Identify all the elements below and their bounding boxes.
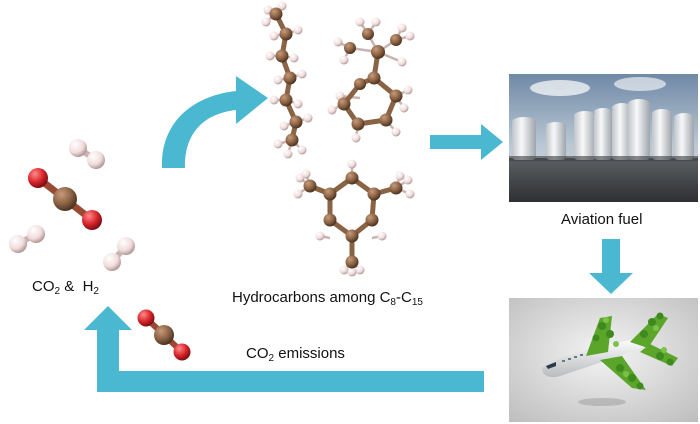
right-arrow (430, 124, 503, 160)
co2-and-h2-molecules-icon (9, 139, 135, 271)
linear-alkane-molecule (261, 1, 313, 159)
co2-emissions-label: CO2 emissions (246, 345, 345, 364)
flow-arrows (84, 76, 633, 392)
hydrocarbon-molecules-icon (261, 1, 415, 277)
co2-molecule-icon (137, 309, 191, 361)
trimethylbenzene-molecule (293, 159, 415, 277)
tert-butylcyclohexane-molecule (327, 17, 415, 143)
reactants-label: CO2 & H2 (32, 278, 99, 297)
return-arrow (84, 306, 484, 392)
aviation-fuel-label: Aviation fuel (561, 211, 643, 228)
down-arrow (589, 239, 633, 294)
fuel-storage-tanks-photo (509, 74, 698, 202)
hydrocarbons-label: Hydrocarbons among C8-C15 (232, 289, 423, 308)
curved-arrow-up (161, 76, 268, 168)
green-leaf-airplane-photo (509, 298, 698, 422)
